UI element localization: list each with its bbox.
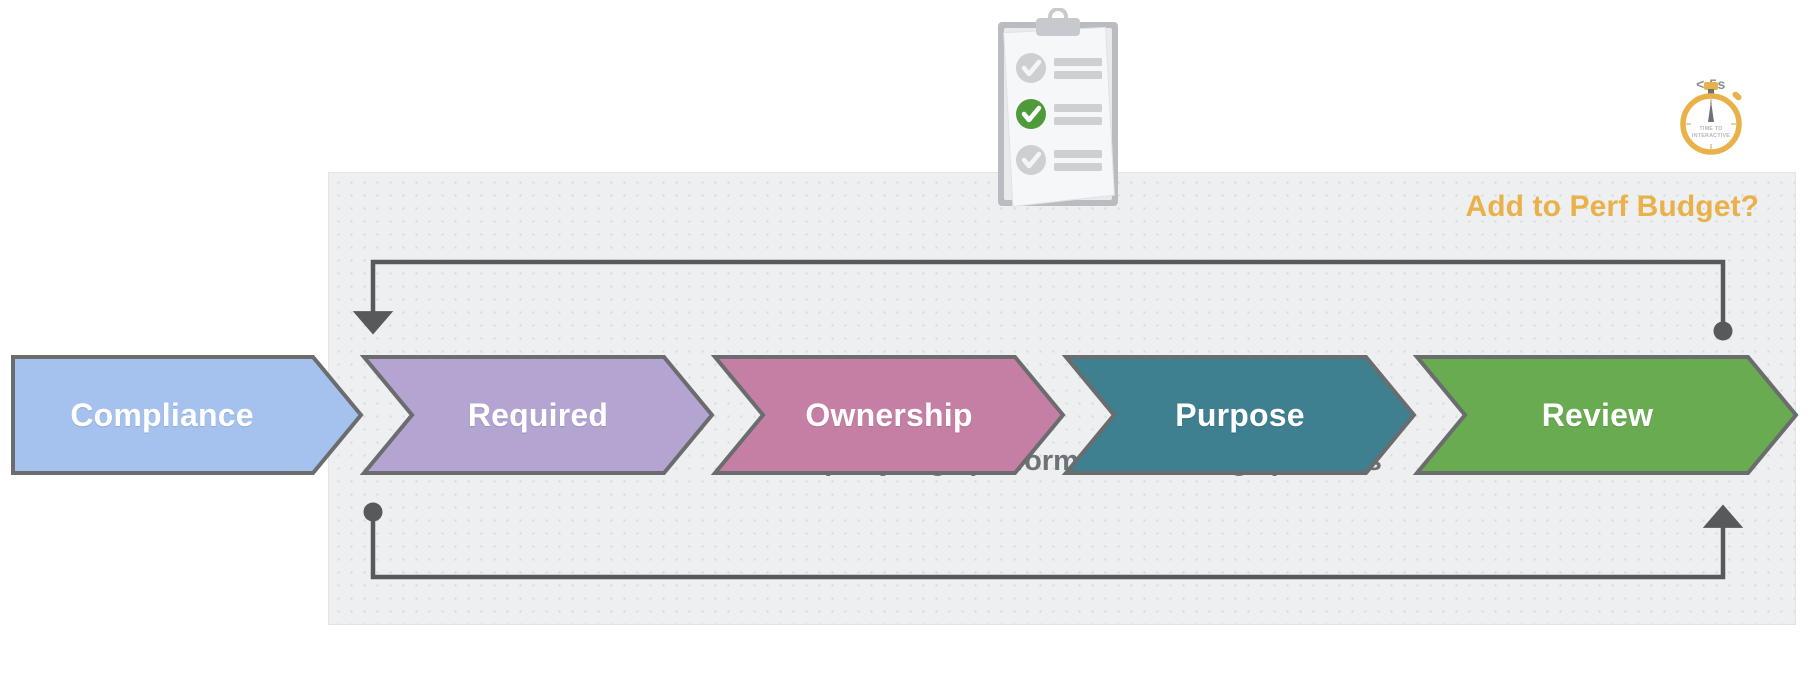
process-step-compliance[interactable]: Compliance bbox=[11, 355, 364, 475]
stopwatch-dial-line1: TIME TO bbox=[1699, 126, 1722, 132]
process-step-required[interactable]: Required bbox=[359, 355, 715, 475]
stopwatch-icon: TIME TO INTERACTIVE bbox=[1680, 82, 1742, 155]
stopwatch-dial-line2: INTERACTIVE bbox=[1692, 133, 1730, 139]
chevron-shape-2 bbox=[359, 355, 715, 475]
checklist-clipboard-icon bbox=[998, 8, 1118, 208]
clipboard-check-1 bbox=[1016, 53, 1046, 83]
perf-budget-label: Add to Perf Budget? bbox=[1465, 190, 1759, 223]
chevron-shape-1 bbox=[11, 355, 364, 475]
chevron-shape-5 bbox=[1412, 355, 1799, 475]
clipboard-check-3 bbox=[1016, 145, 1046, 175]
chevron-shape-4 bbox=[1061, 355, 1417, 475]
process-step-ownership[interactable]: Ownership bbox=[710, 355, 1066, 475]
process-step-review[interactable]: Review bbox=[1412, 355, 1800, 475]
process-step-row: Compliance Required Ownership Purpose Re… bbox=[0, 355, 1810, 475]
clipboard-check-2 bbox=[1016, 99, 1046, 129]
chevron-shape-3 bbox=[710, 355, 1066, 475]
process-step-purpose[interactable]: Purpose bbox=[1061, 355, 1417, 475]
